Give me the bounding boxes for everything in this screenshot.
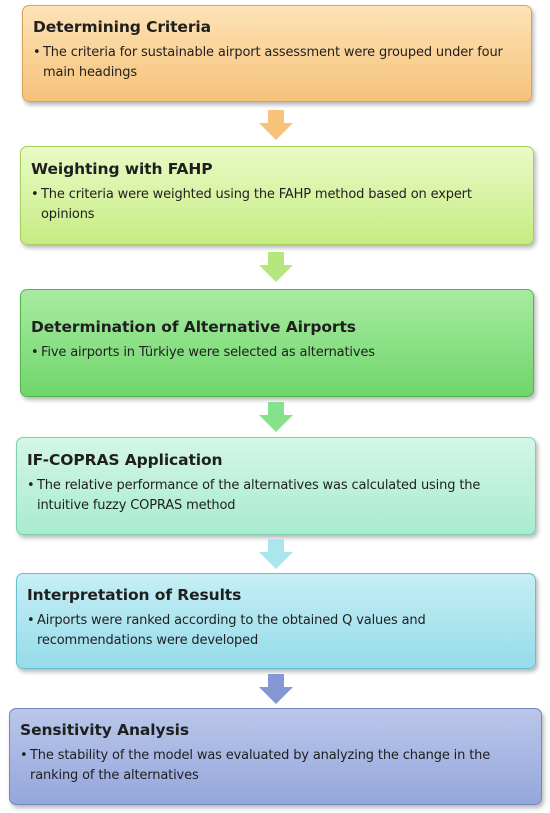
step-title: Sensitivity Analysis xyxy=(20,721,189,739)
bullet-icon: • xyxy=(31,187,39,202)
down-arrow-icon xyxy=(259,402,293,432)
bullet-icon: • xyxy=(27,478,35,493)
step-title: Determination of Alternative Airports xyxy=(31,318,356,336)
step-description: The criteria for sustainable airport ass… xyxy=(43,45,503,80)
step-title: IF-COPRAS Application xyxy=(27,451,223,469)
down-arrow-icon xyxy=(259,252,293,282)
step-interpretation-of-results: Interpretation of Results • Airports wer… xyxy=(16,573,536,669)
down-arrow-icon xyxy=(259,110,293,140)
step-description: Five airports in Türkiye were selected a… xyxy=(41,345,375,360)
step-sensitivity-analysis: Sensitivity Analysis • The stability of … xyxy=(9,708,542,805)
down-arrow-icon xyxy=(259,674,293,704)
down-arrow-icon xyxy=(259,539,293,571)
step-title: Determining Criteria xyxy=(33,18,211,36)
step-description: The criteria were weighted using the FAH… xyxy=(41,187,472,222)
down-arrow-icon xyxy=(259,110,293,142)
down-arrow-icon xyxy=(259,674,293,706)
step-determining-criteria: Determining Criteria • The criteria for … xyxy=(22,5,532,102)
down-arrow-icon xyxy=(259,402,293,434)
step-title: Interpretation of Results xyxy=(27,586,242,604)
step-title: Weighting with FAHP xyxy=(31,160,213,178)
bullet-icon: • xyxy=(20,748,28,763)
step-if-copras-application: IF-COPRAS Application • The relative per… xyxy=(16,437,536,535)
bullet-icon: • xyxy=(33,45,41,60)
bullet-icon: • xyxy=(31,345,39,360)
down-arrow-icon xyxy=(259,252,293,284)
step-description: Airports were ranked according to the ob… xyxy=(37,613,426,648)
step-description: The stability of the model was evaluated… xyxy=(30,748,491,783)
bullet-icon: • xyxy=(27,613,35,628)
down-arrow-icon xyxy=(259,539,293,569)
step-description: The relative performance of the alternat… xyxy=(37,478,481,513)
step-weighting-fahp: Weighting with FAHP • The criteria were … xyxy=(20,146,534,245)
step-alternative-airports: Determination of Alternative Airports • … xyxy=(20,289,534,397)
